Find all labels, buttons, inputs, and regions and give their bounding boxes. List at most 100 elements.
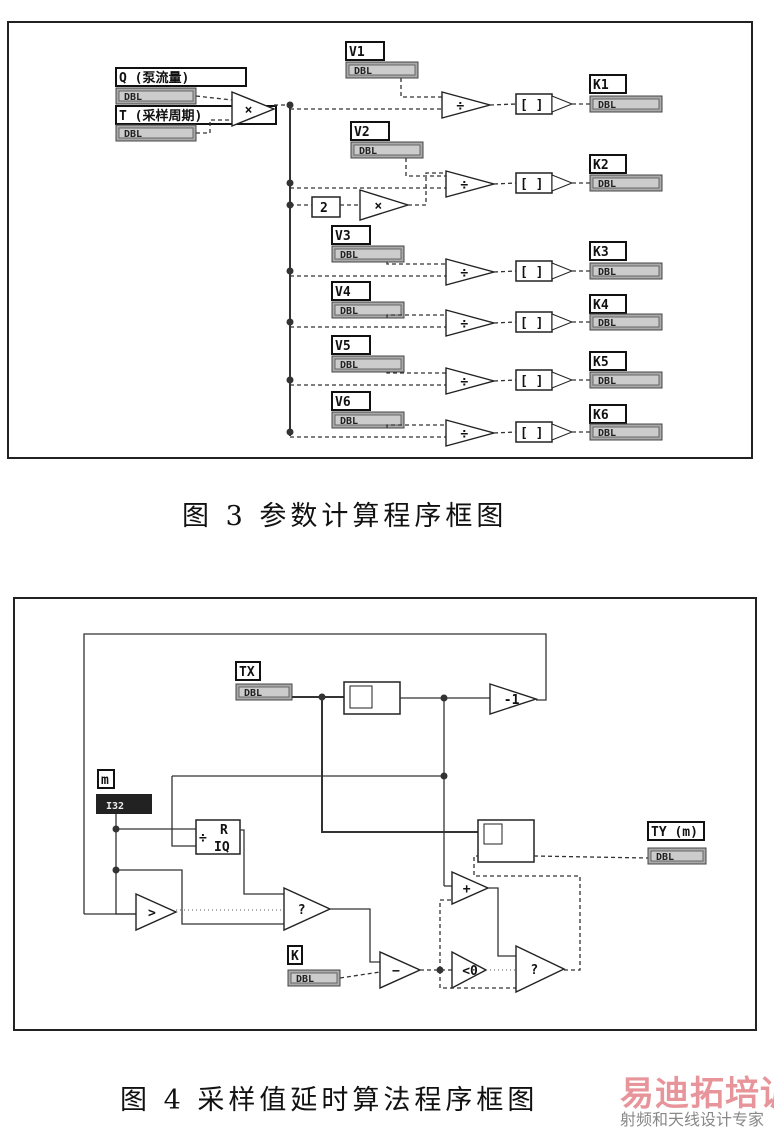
wire bbox=[493, 321, 517, 324]
quotient-op: ÷ bbox=[199, 831, 207, 846]
select-node-1: ? bbox=[298, 903, 306, 918]
k4-label: K4 bbox=[593, 298, 609, 313]
divide-node-1-shape bbox=[441, 91, 493, 119]
multiply-node-shape bbox=[231, 90, 276, 128]
wire bbox=[196, 119, 232, 134]
k5-type: DBL bbox=[598, 376, 616, 387]
decrement-node: -1 bbox=[504, 693, 520, 708]
input-q-type-inner bbox=[118, 90, 194, 102]
v4-label-box bbox=[331, 281, 371, 301]
k2-label-box bbox=[589, 154, 627, 174]
wire bbox=[493, 182, 517, 185]
watermark-slogan: 射频和天线设计专家 bbox=[620, 1110, 765, 1129]
input-t-type-inner bbox=[118, 127, 194, 139]
junction bbox=[286, 179, 294, 187]
wire bbox=[493, 379, 517, 382]
add-node: + bbox=[463, 882, 471, 897]
watermark-brand: 易迪拓培训 bbox=[620, 1074, 774, 1114]
k2-type-inner bbox=[592, 177, 660, 189]
tx-label-box bbox=[235, 661, 261, 681]
subtract-node-shape bbox=[379, 950, 422, 990]
v4-type-inner bbox=[334, 304, 402, 316]
k1-label-box bbox=[589, 74, 627, 94]
input-t-label: T (采样周期) bbox=[119, 108, 202, 124]
k4-label-box bbox=[589, 294, 627, 314]
v2-type-inner bbox=[353, 144, 421, 156]
ty-label-box bbox=[647, 821, 705, 841]
greater-node-shape bbox=[135, 892, 178, 932]
v5-label-box bbox=[331, 335, 371, 355]
round-node-2: [ ] bbox=[520, 177, 543, 192]
v6-type-inner bbox=[334, 414, 402, 426]
k3-type: DBL bbox=[598, 267, 616, 278]
m-label: m bbox=[101, 773, 109, 788]
v6-label: V6 bbox=[335, 395, 351, 410]
k6-label: K6 bbox=[593, 408, 609, 423]
array-icon-2 bbox=[483, 823, 503, 845]
input-q-type: DBL bbox=[124, 92, 142, 103]
wire bbox=[386, 314, 446, 318]
k5-type-inner bbox=[592, 374, 660, 386]
v1-label-box bbox=[345, 41, 385, 61]
round-node-6: [ ] bbox=[520, 426, 543, 441]
m-type-box bbox=[96, 794, 152, 814]
k4-type: DBL bbox=[598, 318, 616, 329]
input-t-type: DBL bbox=[124, 129, 142, 140]
divide-node-2-shape bbox=[445, 170, 497, 198]
decrement-node-shape bbox=[489, 683, 539, 715]
divide-node-6: ÷ bbox=[460, 427, 468, 442]
v5-type: DBL bbox=[340, 360, 358, 371]
input-q-label-box bbox=[115, 67, 247, 87]
add-node-shape bbox=[451, 870, 490, 906]
wire bbox=[195, 95, 233, 101]
quotient-iq: IQ bbox=[214, 840, 230, 855]
k-label: K bbox=[291, 949, 299, 964]
select-node-2: ? bbox=[530, 963, 538, 978]
less-zero-node-shape bbox=[451, 950, 488, 990]
ty-label: TY (m) bbox=[651, 825, 698, 840]
v3-label-box bbox=[331, 225, 371, 245]
v6-label-box bbox=[331, 391, 371, 411]
v2-label: V2 bbox=[354, 125, 370, 140]
constant-2-box bbox=[311, 196, 341, 218]
junction bbox=[286, 318, 294, 326]
figure-3-caption: 图 3 参数计算程序框图 bbox=[182, 501, 508, 532]
figure-4-caption: 图 4 采样值延时算法程序框图 bbox=[120, 1085, 539, 1116]
divide-node-4-shape bbox=[445, 309, 497, 337]
k6-label-box bbox=[589, 404, 627, 424]
quotient-r: R bbox=[220, 823, 228, 838]
k6-type-inner bbox=[592, 426, 660, 438]
divide-node-6-shape bbox=[445, 419, 497, 447]
divide-node-3: ÷ bbox=[460, 266, 468, 281]
wire bbox=[493, 270, 517, 273]
quotient-node bbox=[195, 819, 241, 855]
junction bbox=[286, 101, 294, 109]
v3-type-inner bbox=[334, 248, 402, 260]
v4-label: V4 bbox=[335, 285, 351, 300]
constant-2: 2 bbox=[320, 201, 328, 216]
multiply-2-node: × bbox=[374, 199, 382, 214]
wire bbox=[493, 431, 517, 434]
wire bbox=[408, 172, 446, 206]
divide-node-4: ÷ bbox=[460, 317, 468, 332]
wire bbox=[321, 697, 478, 833]
junction bbox=[286, 267, 294, 275]
k1-type: DBL bbox=[598, 100, 616, 111]
k1-type-inner bbox=[592, 98, 660, 110]
greater-node: > bbox=[148, 906, 156, 921]
m-type: I32 bbox=[106, 801, 124, 812]
wire bbox=[339, 971, 381, 979]
tx-label: TX bbox=[239, 665, 255, 680]
round-arrow bbox=[551, 174, 574, 192]
round-arrow bbox=[551, 423, 574, 441]
divide-node-5: ÷ bbox=[460, 375, 468, 390]
v5-type-inner bbox=[334, 358, 402, 370]
multiply-node: × bbox=[245, 103, 253, 118]
k3-type-inner bbox=[592, 265, 660, 277]
round-node-4: [ ] bbox=[520, 316, 543, 331]
round-node-1: [ ] bbox=[520, 98, 543, 113]
round-arrow bbox=[551, 262, 574, 280]
k6-type: DBL bbox=[598, 428, 616, 439]
round-node-3: [ ] bbox=[520, 265, 543, 280]
array-icon bbox=[349, 685, 373, 709]
